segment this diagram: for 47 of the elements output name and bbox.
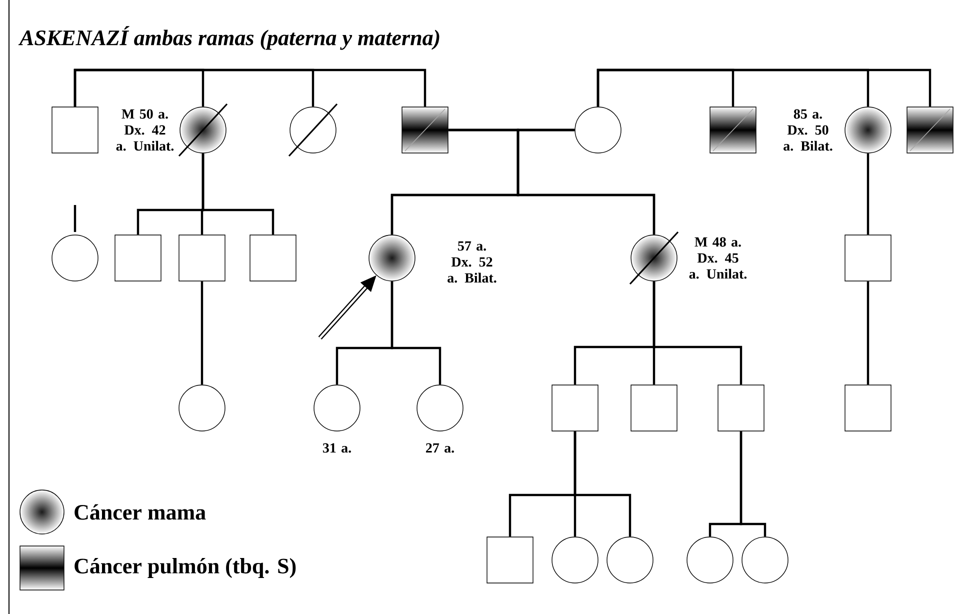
pedigree-line [202, 153, 274, 235]
pedigree-line [390, 281, 442, 385]
female-circle [178, 384, 226, 432]
male-square [178, 234, 226, 282]
pedigree-line [200, 281, 204, 385]
pedigree-line [596, 68, 932, 107]
pedigree-line [652, 281, 742, 385]
age-label: 27 a. [426, 443, 454, 453]
pedigree-line [866, 281, 870, 385]
male-square [402, 106, 448, 154]
female-circle [686, 536, 734, 584]
male-square [844, 384, 892, 432]
female-circle [314, 384, 360, 432]
legend-label: Cáncer pulmón (tbq. S) [74, 558, 296, 578]
female-circle [52, 234, 98, 282]
pedigree-line [74, 68, 426, 107]
female-circle [288, 103, 338, 157]
male-square [552, 384, 598, 432]
female-circle [742, 536, 788, 584]
female-circle [416, 384, 464, 432]
female-circle [629, 231, 679, 285]
female-circle [368, 234, 416, 282]
female-circle [178, 103, 228, 157]
age-label: 57 a. Dx. 52 a. Bilat. [448, 241, 496, 283]
pedigree-line [516, 128, 656, 235]
female-circle [844, 106, 892, 154]
legend-label: Cáncer mama [74, 504, 206, 520]
male-square [52, 106, 98, 154]
male-square [710, 106, 756, 154]
age-label: 31 a. [322, 443, 351, 453]
age-label: M 50 a. Dx. 42 a. Unilat. [116, 109, 174, 151]
pedigree-line [866, 153, 870, 235]
age-label: M 48 a. Dx. 45 a. Unilat. [689, 237, 747, 279]
female-circle [552, 536, 598, 584]
pedigree-line [574, 431, 632, 537]
male-square [718, 384, 764, 432]
male-square [844, 234, 892, 282]
title: ASKENAZÍ ambas ramas (paterna y materna) [18, 26, 440, 50]
male-square [114, 234, 162, 282]
male-square [630, 384, 678, 432]
female-circle [574, 106, 622, 154]
age-label: 85 a. Dx. 50 a. Bilat. [784, 109, 832, 151]
male-square [250, 234, 296, 282]
male-square [486, 536, 534, 584]
male-square [906, 106, 954, 154]
pedigree-line [740, 431, 766, 537]
female-circle [606, 536, 654, 584]
